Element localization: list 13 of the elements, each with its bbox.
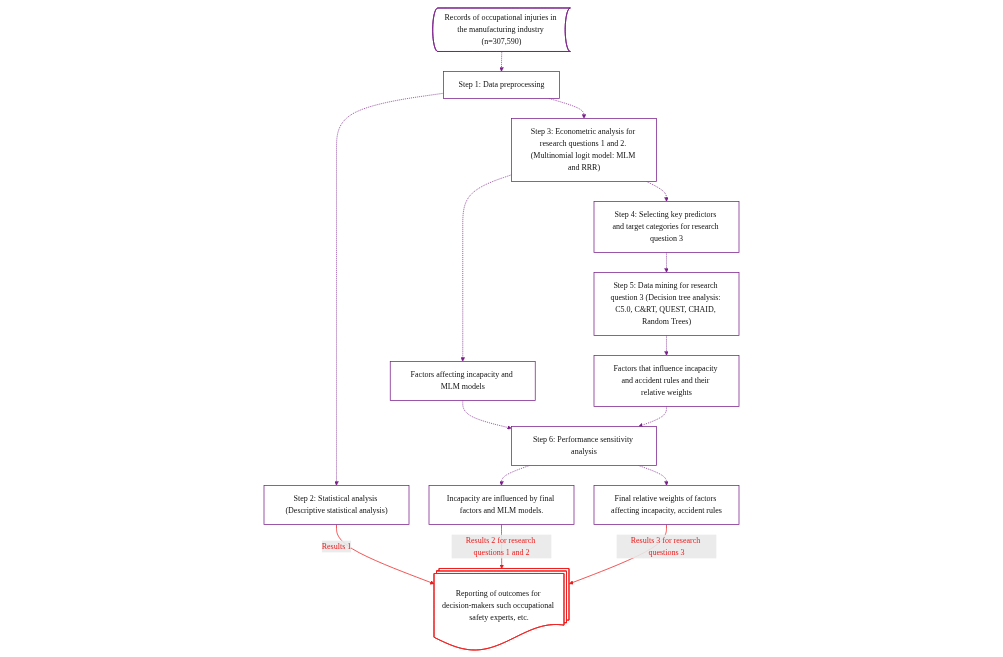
edge-label: Results 2 for research questions 1 and 2 [465, 535, 536, 556]
node-box: Step 1: Data preprocessing [443, 70, 560, 99]
node-box: Step 2: Statistical analysis (Descriptive statistical analysis) [263, 484, 410, 525]
edge-label: Results 1 [321, 541, 352, 550]
node-box: Step 6: Performance sensitivity analysis [511, 425, 657, 466]
node-box: Step 4: Selecting key predictors and target categories for research question 3 [593, 200, 740, 253]
node-box: Factors that influence incapacity and accident rules and their relative weights [593, 354, 740, 407]
node-box: Incapacity are influenced by final factors and MLM models. [428, 484, 575, 525]
node-box: Step 5: Data mining for research question 3 (Decision tree analysis: C5.0, C&RT, QUEST, CHAID, Random Trees) [593, 271, 740, 336]
edge-label: Results 3 for research questions 3 [630, 535, 701, 556]
node-box: Factors affecting incapacity and MLM models [389, 360, 536, 401]
node-box: Final relative weights of factors affecting incapacity, accident rules [593, 484, 740, 525]
node-box: Step 3: Econometric analysis for research questions 1 and 2. (Multinomial logit model: MLM and RRR) [511, 117, 657, 182]
